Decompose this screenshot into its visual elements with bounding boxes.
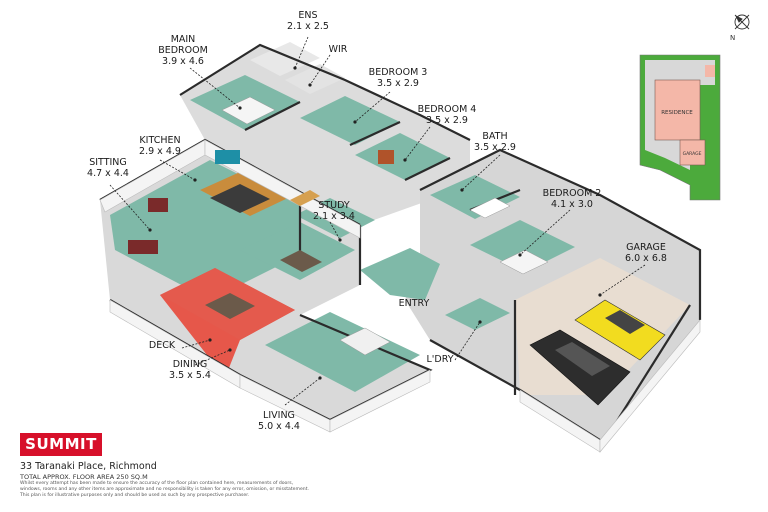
room-dims: 2.1 x 2.5: [287, 21, 329, 32]
room-name: BATH: [482, 131, 508, 142]
disclaimer: Whilst every attempt has been made to en…: [20, 481, 350, 499]
summit-logo: SUMMIT: [20, 433, 102, 456]
furniture: [128, 96, 549, 356]
label-study: STUDY 2.1 x 3.4: [313, 200, 355, 222]
label-wir: WIR: [329, 44, 348, 55]
room-name: STUDY: [318, 200, 350, 211]
label-bedroom2: BEDROOM 2 4.1 x 3.0: [543, 188, 602, 210]
site-garage-text: GARAGE: [683, 151, 702, 157]
room-name: BEDROOM 2: [542, 188, 602, 199]
label-deck: DECK: [149, 340, 175, 351]
room-dims: 2.9 x 4.9: [139, 146, 181, 157]
label-ens: ENS 2.1 x 2.5: [287, 10, 329, 32]
bedroom2-floor: [470, 220, 575, 272]
room-name: L'DRY: [426, 354, 454, 365]
room-name: KITCHEN: [139, 135, 181, 146]
room-name: BEDROOM: [158, 45, 208, 56]
room-name: DINING: [172, 359, 208, 370]
label-sitting: SITTING 4.7 x 4.4: [87, 157, 129, 179]
label-entry: ENTRY: [399, 298, 430, 309]
label-bedroom3: BEDROOM 3 3.5 x 2.9: [369, 67, 428, 89]
disclaimer-line: This plan is for illustrative purposes o…: [20, 493, 250, 498]
room-name: ENS: [298, 10, 318, 21]
label-lndry: L'DRY: [426, 354, 453, 365]
room-dims: 2.1 x 3.4: [313, 211, 355, 222]
lndry-floor: [445, 298, 510, 330]
room-name: BEDROOM 3: [368, 67, 428, 78]
car-yellow: [574, 299, 666, 361]
site-residence-text: RESIDENCE: [661, 110, 693, 116]
room-name: MAIN: [170, 34, 196, 45]
room-dims: 6.0 x 6.8: [625, 253, 667, 264]
room-dims: 3.9 x 4.6: [162, 56, 204, 67]
compass-label: N: [730, 34, 736, 42]
disclaimer-line: Whilst every attempt has been made to en…: [20, 481, 294, 486]
disclaimer-line: windows, rooms and any other items are a…: [20, 487, 309, 492]
room-name: DECK: [148, 340, 176, 351]
label-kitchen: KITCHEN 2.9 x 4.9: [139, 135, 181, 157]
label-main-bedroom: MAIN BEDROOM 3.9 x 4.6: [158, 34, 208, 67]
room-dims: 5.0 x 4.4: [258, 421, 300, 432]
entry-floor: [360, 248, 440, 300]
site-plan: RESIDENCE GARAGE: [639, 54, 721, 201]
room-dims: 3.5 x 2.9: [426, 115, 468, 126]
room-name: WIR: [328, 44, 348, 55]
compass-icon: [734, 14, 750, 30]
room-dims: 4.1 x 3.0: [551, 199, 593, 210]
room-name: BEDROOM 4: [417, 104, 477, 115]
room-dims: 4.7 x 4.4: [87, 168, 129, 179]
room-dims: 3.5 x 5.4: [169, 370, 211, 381]
floor-area: TOTAL APPROX. FLOOR AREA 250 SQ.M: [20, 473, 148, 481]
label-bath: BATH 3.5 x 2.9: [474, 131, 516, 153]
room-name: SITTING: [89, 157, 127, 168]
label-living: LIVING 5.0 x 4.4: [258, 410, 300, 432]
room-name: GARAGE: [626, 242, 666, 253]
room-name: ENTRY: [398, 298, 430, 309]
label-bedroom4: BEDROOM 4 3.5 x 2.9: [418, 104, 477, 126]
room-dims: 3.5 x 2.9: [474, 142, 516, 153]
room-dims: 3.5 x 2.9: [377, 78, 419, 89]
label-garage: GARAGE 6.0 x 6.8: [625, 242, 667, 264]
label-dining: DINING 3.5 x 5.4: [169, 359, 211, 381]
living-floor: [265, 312, 420, 392]
property-address: 33 Taranaki Place, Richmond: [20, 461, 157, 472]
bedroom4-floor: [355, 133, 450, 180]
room-name: LIVING: [263, 410, 295, 421]
label-leaders: [109, 36, 646, 406]
wir-floor: [285, 64, 345, 94]
car-black: [529, 329, 631, 406]
